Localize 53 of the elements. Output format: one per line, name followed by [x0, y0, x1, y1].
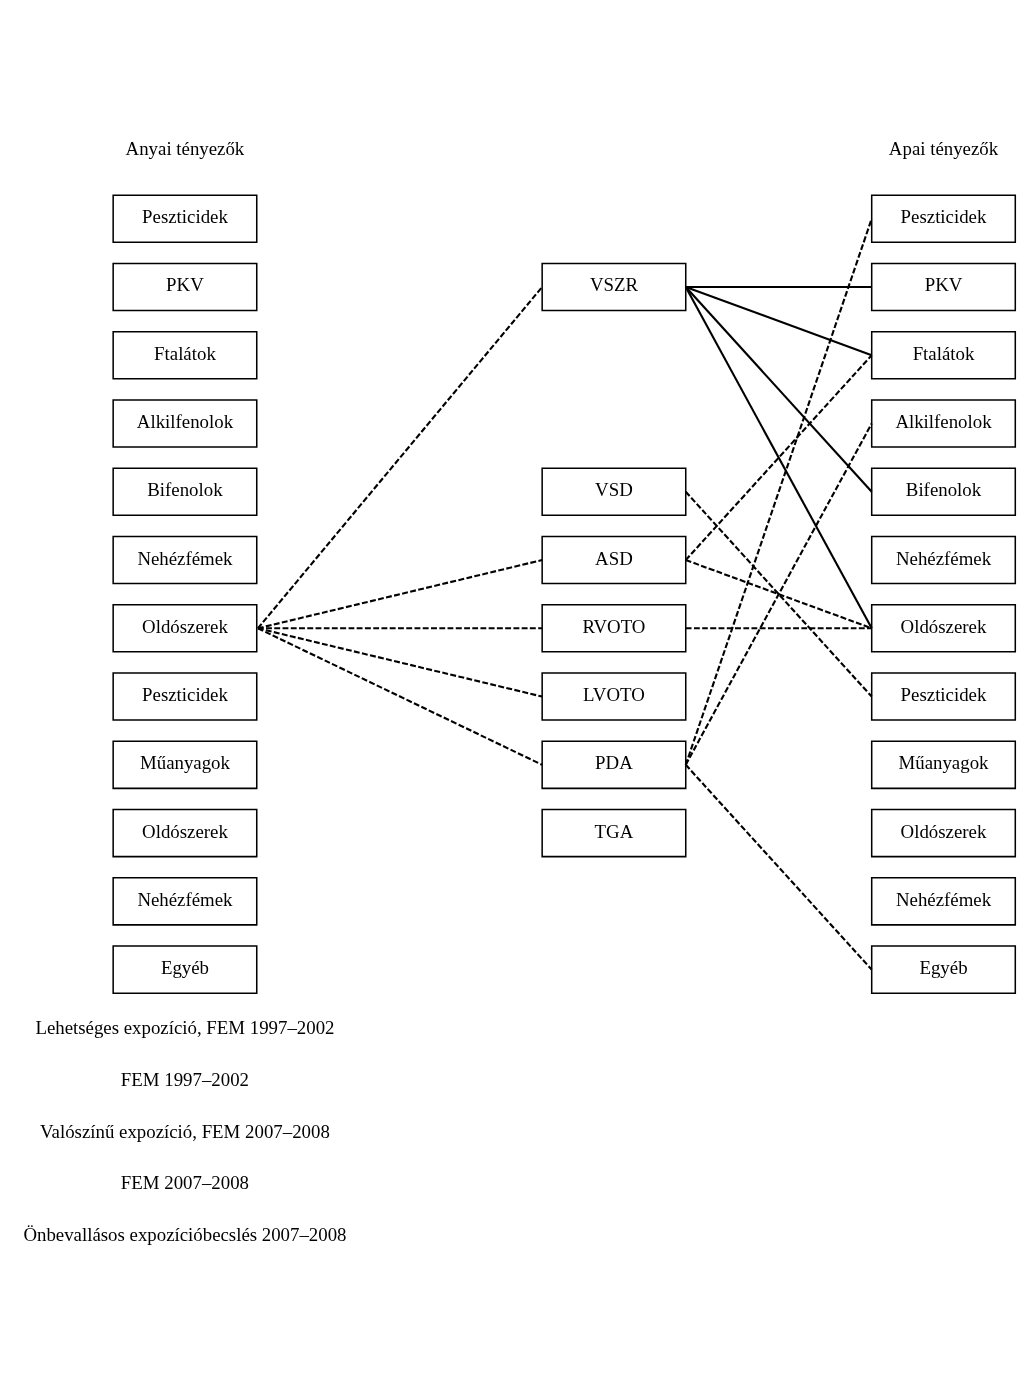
node-box: Bifenolok — [111, 466, 257, 516]
node-box: Műanyagok — [870, 740, 1016, 789]
connector — [684, 558, 872, 629]
node-box: Ftalátok — [870, 330, 1016, 380]
node-box: Nehézfémek — [111, 535, 257, 584]
connector — [684, 422, 873, 765]
legend-label: FEM 2007–2008 — [120, 1171, 249, 1193]
node-box: RVOTO — [540, 603, 686, 653]
node-box: Ftalátok — [111, 330, 257, 380]
node-box: VSZR — [540, 262, 686, 311]
connector — [684, 285, 873, 629]
connector — [684, 285, 872, 356]
node-box: Alkilfenolok — [111, 398, 257, 448]
node-box: Oldószerek — [870, 603, 1016, 653]
node-box: TGA — [540, 808, 686, 857]
node-box: Oldószerek — [111, 603, 257, 653]
node-box: Nehézfémek — [870, 535, 1016, 584]
connector — [685, 626, 872, 629]
node-box: Oldószerek — [870, 808, 1016, 857]
node-box: PKV — [870, 262, 1016, 311]
connector — [256, 626, 543, 766]
connector — [684, 763, 872, 970]
node-box: PKV — [111, 262, 257, 311]
node-box: Peszticidek — [111, 193, 257, 243]
node-box: Alkilfenolok — [870, 398, 1016, 448]
node-box: Oldószerek — [111, 808, 257, 857]
connector — [257, 558, 542, 629]
node-box: Peszticidek — [870, 671, 1016, 721]
node-box: LVOTO — [540, 671, 686, 721]
legend-label: Valószínű expozíció, FEM 2007–2008 — [39, 1120, 330, 1142]
legend-label: Önbevallásos expozícióbecslés 2007–2008 — [22, 1223, 347, 1245]
connector — [685, 285, 872, 288]
label: Anyai tényezők — [125, 137, 244, 159]
connector — [684, 354, 872, 561]
connector — [684, 285, 872, 492]
node-box: Nehézfémek — [111, 876, 257, 926]
connector — [256, 285, 543, 629]
node-box: Peszticidek — [111, 671, 257, 721]
node-box: Egyéb — [870, 944, 1016, 994]
node-box: Nehézfémek — [870, 876, 1016, 926]
node-box: ASD — [540, 535, 686, 584]
legend-label: FEM 1997–2002 — [120, 1068, 249, 1090]
node-box: VSD — [540, 466, 686, 516]
node-box: PDA — [540, 740, 686, 789]
node-box: Műanyagok — [111, 740, 257, 789]
label: Apai tényezők — [888, 137, 998, 159]
connector — [684, 490, 872, 697]
node-box: Bifenolok — [870, 466, 1016, 516]
legend-label: Lehetséges expozíció, FEM 1997–2002 — [34, 1016, 335, 1038]
node-box: Egyéb — [111, 944, 257, 994]
node-box: Peszticidek — [870, 193, 1016, 243]
connector — [257, 626, 542, 698]
connector — [257, 626, 542, 629]
